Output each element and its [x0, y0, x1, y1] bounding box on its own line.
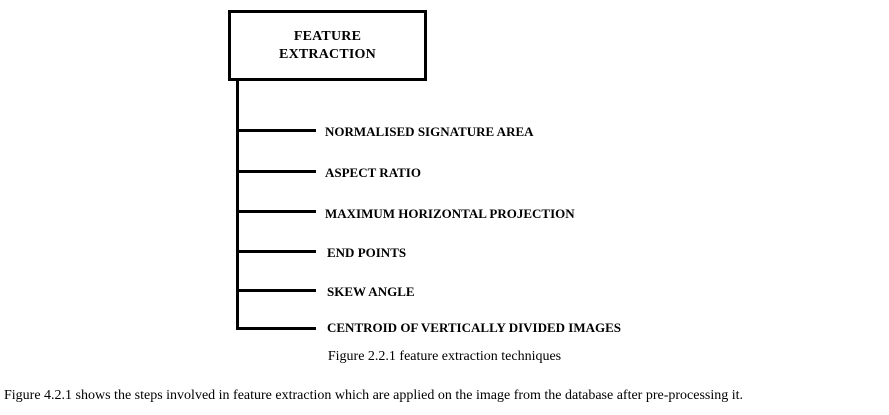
item-centroid-of-vertically-divided-images: CENTROID OF VERTICALLY DIVIDED IMAGES: [327, 320, 622, 335]
body-paragraph: Figure 4.2.1 shows the steps involved in…: [4, 388, 744, 403]
item-aspect-ratio: ASPECT RATIO: [325, 165, 421, 180]
item-normalised-signature-area: NORMALISED SIGNATURE AREA: [325, 124, 534, 139]
branch-connector-normalised-signature-area: [236, 129, 316, 132]
branch-connector-skew-angle: [236, 289, 316, 292]
tree-trunk-connector: [236, 81, 239, 330]
branch-connector-maximum-horizontal-projection: [236, 210, 316, 213]
root-node-label-line1: FEATURE: [293, 28, 362, 44]
branch-connector-end-points: [236, 250, 316, 253]
root-node-label-line2: EXTRACTION: [279, 46, 376, 62]
item-end-points: END POINTS: [327, 245, 407, 260]
branch-connector-aspect-ratio: [236, 170, 316, 173]
item-skew-angle: SKEW ANGLE: [327, 284, 415, 299]
item-maximum-horizontal-projection: MAXIMUM HORIZONTAL PROJECTION: [325, 206, 575, 221]
feature-extraction-node: FEATURE EXTRACTION: [228, 10, 427, 81]
figure-caption: Figure 2.2.1 feature extraction techniqu…: [327, 349, 562, 364]
branch-connector-centroid: [236, 327, 316, 330]
